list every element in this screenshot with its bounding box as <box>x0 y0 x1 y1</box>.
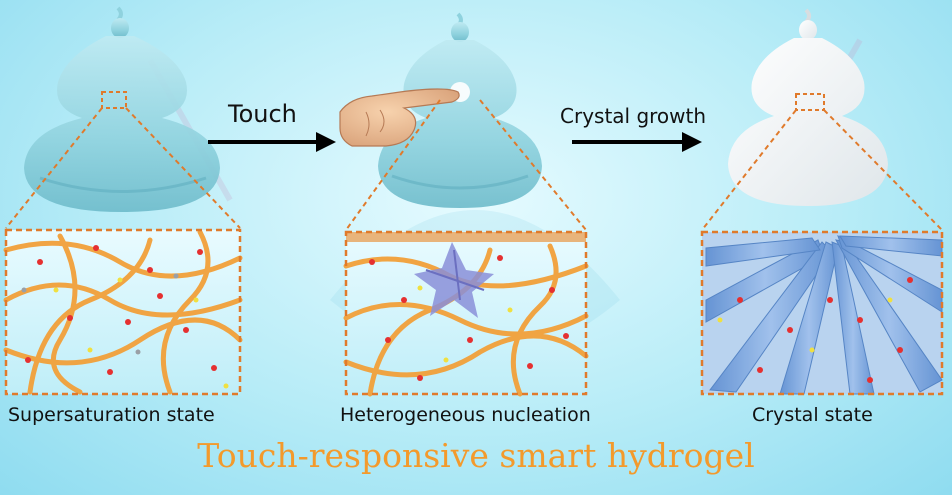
panel-crystal <box>700 230 944 396</box>
crystal-nucleus <box>414 242 494 318</box>
gourd-gel-left <box>24 6 220 212</box>
crystal-state-label: Crystal state <box>752 404 873 426</box>
touching-hand-icon <box>339 88 460 147</box>
panel-supersaturation <box>3 228 243 396</box>
touch-arrow <box>208 132 336 152</box>
crystal-growth-label: Crystal growth <box>560 104 707 128</box>
supersaturation-state-label: Supersaturation state <box>8 404 215 426</box>
crystal-growth-arrow <box>572 132 702 152</box>
zoom-lines <box>5 99 943 231</box>
panel-nucleation <box>343 230 589 397</box>
gourd-crystal-right <box>728 8 888 206</box>
heterogeneous-nucleation-label: Heterogeneous nucleation <box>340 404 591 426</box>
touch-label: Touch <box>228 100 297 128</box>
diagram-title: Touch-responsive smart hydrogel <box>197 436 755 475</box>
